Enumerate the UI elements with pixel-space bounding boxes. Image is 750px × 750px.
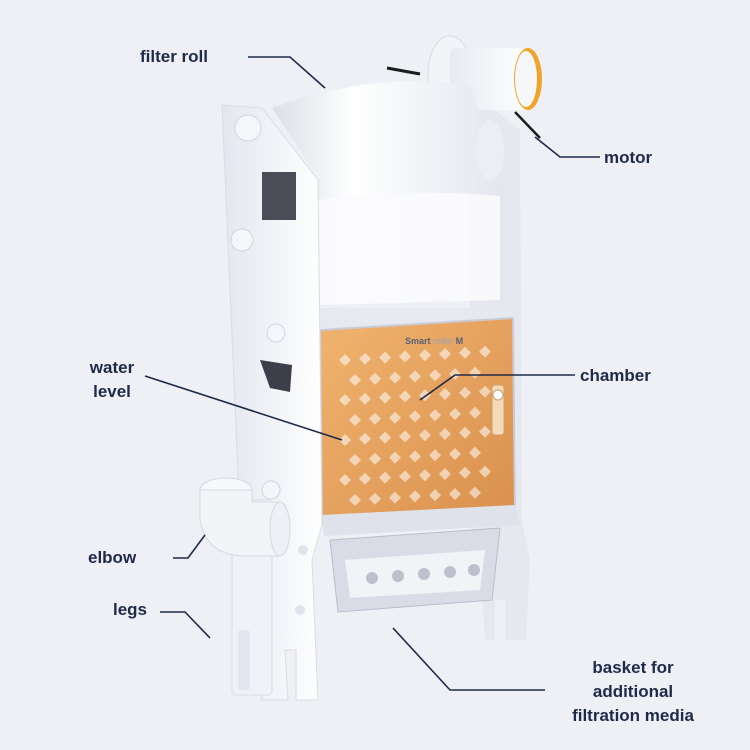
leader-legs [160,611,211,639]
chamber-hole [389,451,401,464]
label-motor: motor [604,148,653,167]
chamber-hole [339,354,351,366]
chamber-hole [369,452,381,465]
label-basket-line2: additional [592,682,674,701]
label-legs: legs [113,600,148,619]
leader-basket [392,627,545,691]
chamber-hole [439,468,451,480]
chamber-hole [469,406,481,419]
chamber-hole [359,472,371,485]
chamber-hole [379,351,391,364]
device-logo: Smart roller M [405,336,463,346]
label-water-level-line1: water [89,358,135,377]
chamber-hole [389,411,401,424]
chamber-hole [369,412,381,425]
chamber-hole [439,388,451,400]
leader-filter-roll [248,56,326,89]
chamber-hole [399,470,411,483]
chamber-hole [369,492,381,505]
leader-motor [534,136,600,158]
chamber-hole [419,349,431,362]
left-side-frame [221,104,323,701]
leader-water-level [144,375,343,441]
chamber-hole [449,488,461,500]
chamber-hole [359,392,371,405]
device-logo-product: roller [433,336,454,346]
chamber-hole [459,386,471,399]
chamber-hole [479,465,491,478]
chamber-hole [389,491,401,504]
chamber-hole [469,446,481,459]
chamber-hole [379,391,391,404]
chamber-hole [459,346,471,359]
chamber-hole [419,429,431,442]
chamber-hole [439,348,451,360]
elbow [199,477,291,557]
chamber-hole [439,428,451,440]
chamber-hole [409,370,421,383]
chamber-hole [479,425,491,438]
leader-elbow [173,534,206,559]
label-water-level-line2: level [93,382,131,401]
chamber [318,316,520,536]
chamber-hole [359,352,371,365]
chamber-hole [409,410,421,423]
chamber-hole [469,486,481,499]
label-filter-roll: filter roll [140,47,209,66]
label-elbow: elbow [88,548,137,567]
device-logo-model: M [455,336,464,346]
chamber-hole [359,432,371,445]
chamber-hole [349,454,361,466]
chamber-hole [409,490,421,503]
chamber-hole [339,394,351,406]
chamber-hole [399,430,411,443]
chamber-hole [369,372,381,385]
chamber-hole [419,469,431,482]
label-basket: basket for additional filtration media [543,656,723,728]
chamber-hole [449,408,461,420]
chamber-hole [339,434,351,446]
chamber-hole [409,450,421,463]
chamber-hole [429,409,441,422]
chamber-hole [379,431,391,444]
chamber-hole [459,466,471,479]
label-water-level: water level [82,356,142,404]
label-chamber: chamber [580,366,651,385]
label-basket-line3: filtration media [572,706,694,725]
chamber-hole [479,345,491,358]
chamber-hole [339,474,351,486]
device-logo-brand: Smart [405,336,431,346]
chamber-hole [349,374,361,386]
chamber-hole [479,385,491,398]
chamber-hole [459,426,471,439]
chamber-hole [429,449,441,462]
chamber-hole [349,414,361,426]
chamber-hole [429,369,441,382]
chamber-hole [349,494,361,506]
chamber-hole [429,489,441,502]
chamber-hole [399,390,411,403]
chamber-hole [389,371,401,384]
leader-chamber [419,374,575,401]
filter-roll [272,81,513,328]
basket [329,527,501,613]
leader-lines [144,56,600,691]
chamber-hole [449,448,461,460]
chamber-hole [399,350,411,363]
label-basket-line1: basket for [592,658,674,677]
chamber-hole [379,471,391,484]
